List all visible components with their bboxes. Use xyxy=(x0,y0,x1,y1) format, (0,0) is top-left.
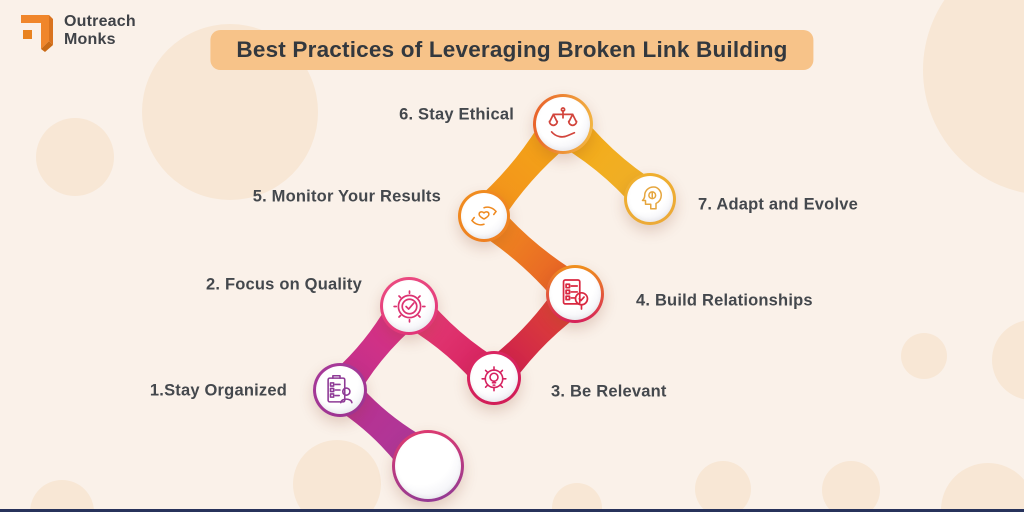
background-circle xyxy=(36,118,114,196)
step-5-label: 5. Monitor Your Results xyxy=(252,187,441,206)
brand-name: Outreach Monks xyxy=(64,13,136,48)
step-5-node xyxy=(458,190,510,242)
step-3-node xyxy=(467,351,521,405)
node-face xyxy=(395,433,461,499)
node-face xyxy=(627,176,673,222)
step-1-label: 1.Stay Organized xyxy=(149,381,287,400)
step-1-node xyxy=(313,363,367,417)
hands-heart-icon xyxy=(466,198,502,234)
step-6-label: 6. Stay Ethical xyxy=(399,105,514,124)
node-face xyxy=(383,280,435,332)
step-3-label: 3. Be Relevant xyxy=(551,382,667,401)
node-face xyxy=(316,366,364,414)
step-6-node xyxy=(533,94,593,154)
head-idea-icon xyxy=(632,181,668,217)
quality-badge-icon xyxy=(389,286,430,327)
node-face xyxy=(549,268,601,320)
scales-hand-icon xyxy=(542,103,584,145)
step-7-label: 7. Adapt and Evolve xyxy=(698,195,858,214)
background-circle xyxy=(293,440,381,512)
checklist-magnifier-icon xyxy=(555,274,596,315)
step-2-node xyxy=(380,277,438,335)
bottom-accent-bar xyxy=(0,509,1024,512)
step-2-label: 2. Focus on Quality xyxy=(206,275,362,294)
brand-logo-icon xyxy=(21,15,53,52)
node-face xyxy=(470,354,518,402)
background-circle xyxy=(822,461,880,512)
step-7-node xyxy=(624,173,676,225)
brand-name-line2: Monks xyxy=(64,31,116,48)
brand-logo: Outreach Monks xyxy=(16,10,136,52)
gear-bulb-icon xyxy=(475,359,513,397)
start-node xyxy=(392,430,464,502)
step-4-node xyxy=(546,265,604,323)
background-circle xyxy=(901,333,947,379)
page-title: Best Practices of Leveraging Broken Link… xyxy=(210,30,814,70)
node-face xyxy=(536,97,590,151)
node-face xyxy=(461,193,507,239)
clipboard-person-icon xyxy=(321,371,359,409)
step-4-label: 4. Build Relationships xyxy=(636,291,813,310)
brand-name-line1: Outreach xyxy=(64,13,136,31)
background-circle xyxy=(695,461,751,512)
